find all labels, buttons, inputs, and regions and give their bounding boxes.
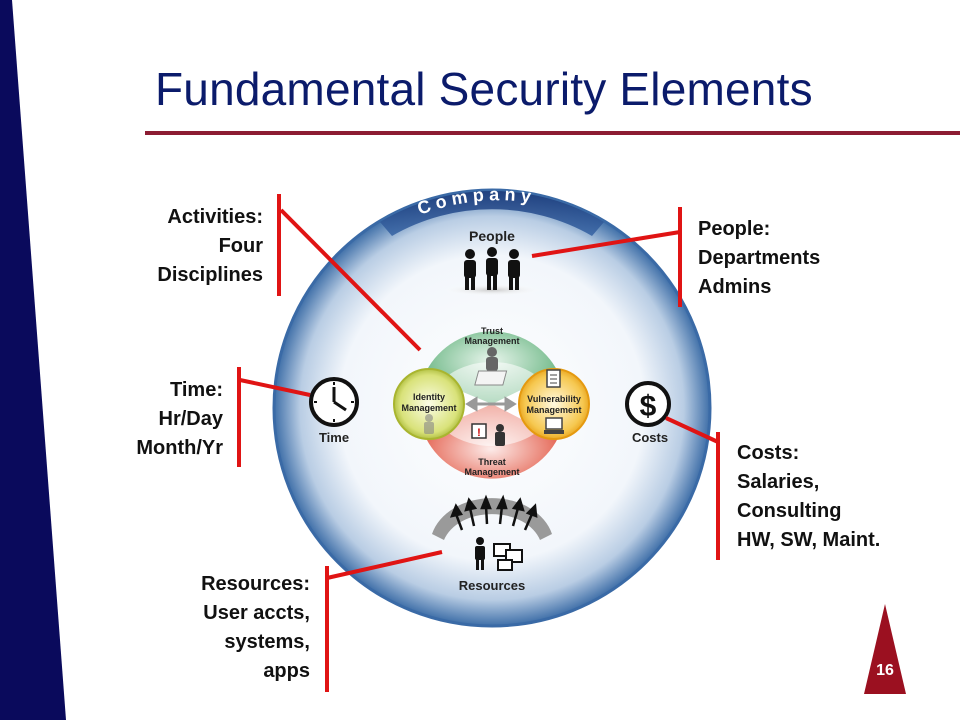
identity-person-icon	[424, 414, 434, 434]
side-band	[0, 0, 66, 720]
resources-label: Resources	[459, 578, 525, 593]
svg-text:Management: Management	[464, 467, 519, 477]
identity-circle	[393, 368, 465, 440]
svg-text:Threat: Threat	[478, 457, 506, 467]
threat-icons: !	[471, 423, 505, 446]
svg-text:Trust: Trust	[481, 326, 503, 336]
exchange-arrows-icon	[465, 396, 517, 412]
dollar-icon: $	[625, 381, 671, 427]
people-bar	[678, 207, 682, 307]
computer-icon	[544, 417, 564, 434]
callout-people: People: Departments Admins	[698, 218, 821, 298]
svg-text:Vulnerability: Vulnerability	[527, 394, 581, 404]
svg-text:Management: Management	[526, 405, 581, 415]
trust-person-icon	[486, 347, 498, 371]
clock-icon	[309, 377, 359, 427]
callout-lines	[239, 208, 719, 580]
costs-label: Costs	[632, 430, 668, 445]
title-divider	[145, 131, 960, 135]
time-bar	[237, 367, 241, 467]
people-label: People	[469, 228, 515, 244]
svg-text:Management: Management	[464, 336, 519, 346]
callout-activities: Activities: Four Disciplines	[157, 206, 263, 286]
svg-text:Identity: Identity	[413, 392, 445, 402]
callout-costs: Costs: Salaries, Consulting HW, SW, Main…	[737, 442, 881, 551]
resources-bar	[325, 566, 329, 692]
callout-resources: Resources: User accts, systems, apps	[201, 573, 310, 682]
company-arc-band	[380, 191, 604, 236]
page-number: 16	[876, 662, 894, 679]
four-disciplines-cluster: Trust Management Identity Management Vul…	[393, 326, 590, 479]
page-badge	[864, 604, 906, 694]
costs-bar	[716, 432, 720, 560]
vulnerability-circle	[518, 368, 590, 440]
time-label: Time	[319, 430, 349, 445]
people-icon	[464, 247, 520, 290]
svg-text:Management: Management	[401, 403, 456, 413]
resources-icon	[432, 494, 552, 571]
svg-text:$: $	[640, 390, 657, 423]
document-icon	[546, 369, 561, 388]
callout-time: Time: Hr/Day Month/Yr	[136, 379, 223, 459]
svg-text:!: !	[477, 427, 481, 439]
page-title: Fundamental Security Elements	[155, 63, 813, 115]
activities-bar	[277, 194, 281, 296]
